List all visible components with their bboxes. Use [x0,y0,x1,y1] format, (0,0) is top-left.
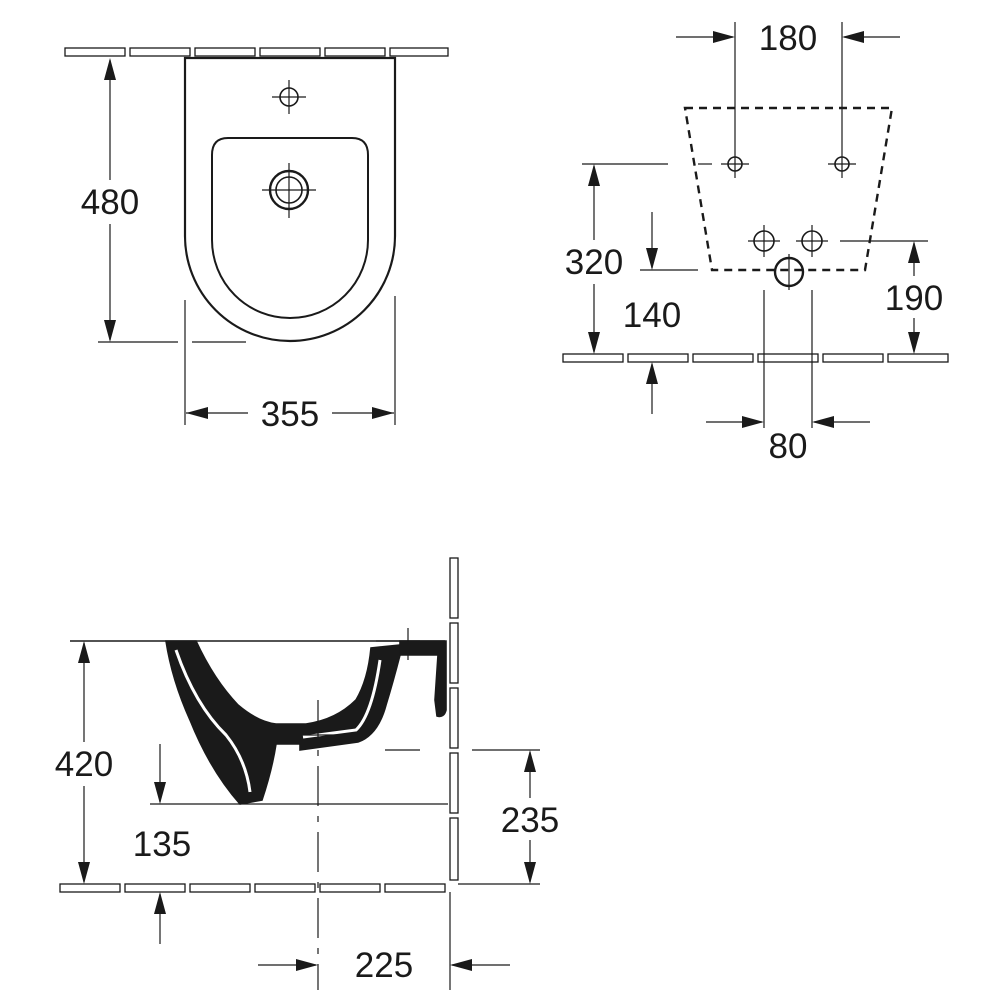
side-view-wall [449,557,459,881]
dim-80: 80 [769,427,808,466]
wall-bracket [399,640,447,718]
rear-view-floor [562,353,949,363]
dim-135: 135 [133,825,191,864]
side-view-floor [59,883,446,893]
top-view: 480 355 [64,47,449,434]
tap-hole-symbol [272,80,306,114]
fixing-hole-left [721,150,749,178]
dim-355: 355 [261,395,319,434]
top-view-outline [183,56,397,343]
dim-320: 320 [565,243,623,282]
supply-hole-right [796,225,828,257]
bidet-section [165,640,401,805]
dim-235: 235 [501,801,559,840]
dim-180: 180 [759,19,817,58]
side-view: 420 135 235 225 [46,557,568,990]
dim-420: 420 [55,745,113,784]
dim-225: 225 [355,946,413,985]
fixing-hole-right [828,150,856,178]
waste-hole [773,254,805,290]
supply-hole-left [748,225,780,257]
dim-190: 190 [885,279,943,318]
dim-140: 140 [623,296,681,335]
rear-view: 180 320 140 190 80 [556,19,952,466]
rear-view-outline [683,106,894,272]
top-view-bowl [211,137,369,319]
dim-480: 480 [81,183,139,222]
drain-symbol [262,163,316,218]
top-view-wall [64,47,449,57]
